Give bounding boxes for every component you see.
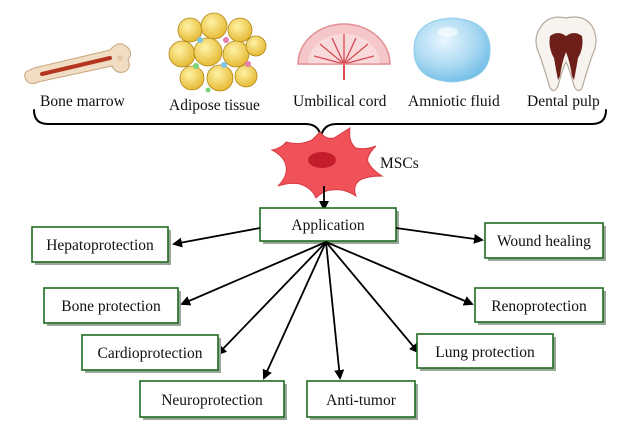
source-label-umbilical-cord: Umbilical cord: [293, 93, 387, 110]
cardioprotection-node: Cardioprotection: [81, 334, 221, 373]
application-arrows: [172, 227, 484, 380]
cardioprotection-label: Cardioprotection: [97, 345, 202, 362]
amniotic-fluid-icon: [413, 17, 491, 83]
msc-label: MSCs: [380, 155, 419, 172]
bone-protection-node: Bone protection: [43, 287, 181, 326]
arrow-to-hepatoprotection: [172, 227, 261, 248]
renoprotection-node: Renoprotection: [474, 287, 606, 325]
arrow-to-anti-tumor: [325, 241, 345, 380]
bone-protection-label: Bone protection: [61, 298, 161, 315]
lung-protection-node: Lung protection: [416, 333, 556, 371]
arrow-to-bone-protection: [180, 241, 327, 306]
arrow-to-lung-protection: [325, 241, 420, 354]
renoprotection-label: Renoprotection: [491, 298, 587, 315]
arrow-to-cardioprotection: [216, 241, 327, 356]
adipose-tissue-icon: [168, 12, 267, 93]
application-label: Application: [291, 217, 364, 234]
anti-tumor-label: Anti-tumor: [326, 392, 397, 409]
lung-protection-label: Lung protection: [435, 344, 535, 361]
umbilical-cord-icon: [297, 23, 391, 80]
hepatoprotection-label: Hepatoprotection: [46, 237, 154, 254]
neuroprotection-node: Neuroprotection: [139, 380, 287, 420]
tooth-icon: [535, 16, 597, 92]
wound-healing-label: Wound healing: [497, 233, 591, 250]
bone-icon: [24, 43, 132, 85]
application-node: Application: [259, 207, 399, 244]
arrow-to-wound-healing: [395, 227, 484, 244]
neuroprotection-label: Neuroprotection: [161, 392, 263, 409]
source-label-adipose-tissue: Adipose tissue: [169, 97, 260, 114]
arrow-to-renoprotection: [325, 241, 474, 306]
source-label-amniotic-fluid: Amniotic fluid: [408, 93, 500, 110]
source-label-dental-pulp: Dental pulp: [527, 93, 600, 110]
arrow-to-neuroprotection: [262, 241, 327, 380]
source-label-bone-marrow: Bone marrow: [40, 93, 126, 110]
hepatoprotection-node: Hepatoprotection: [31, 226, 171, 265]
wound-healing-node: Wound healing: [484, 222, 606, 261]
anti-tumor-node: Anti-tumor: [306, 380, 418, 420]
stem-cell-icon: [270, 127, 384, 199]
